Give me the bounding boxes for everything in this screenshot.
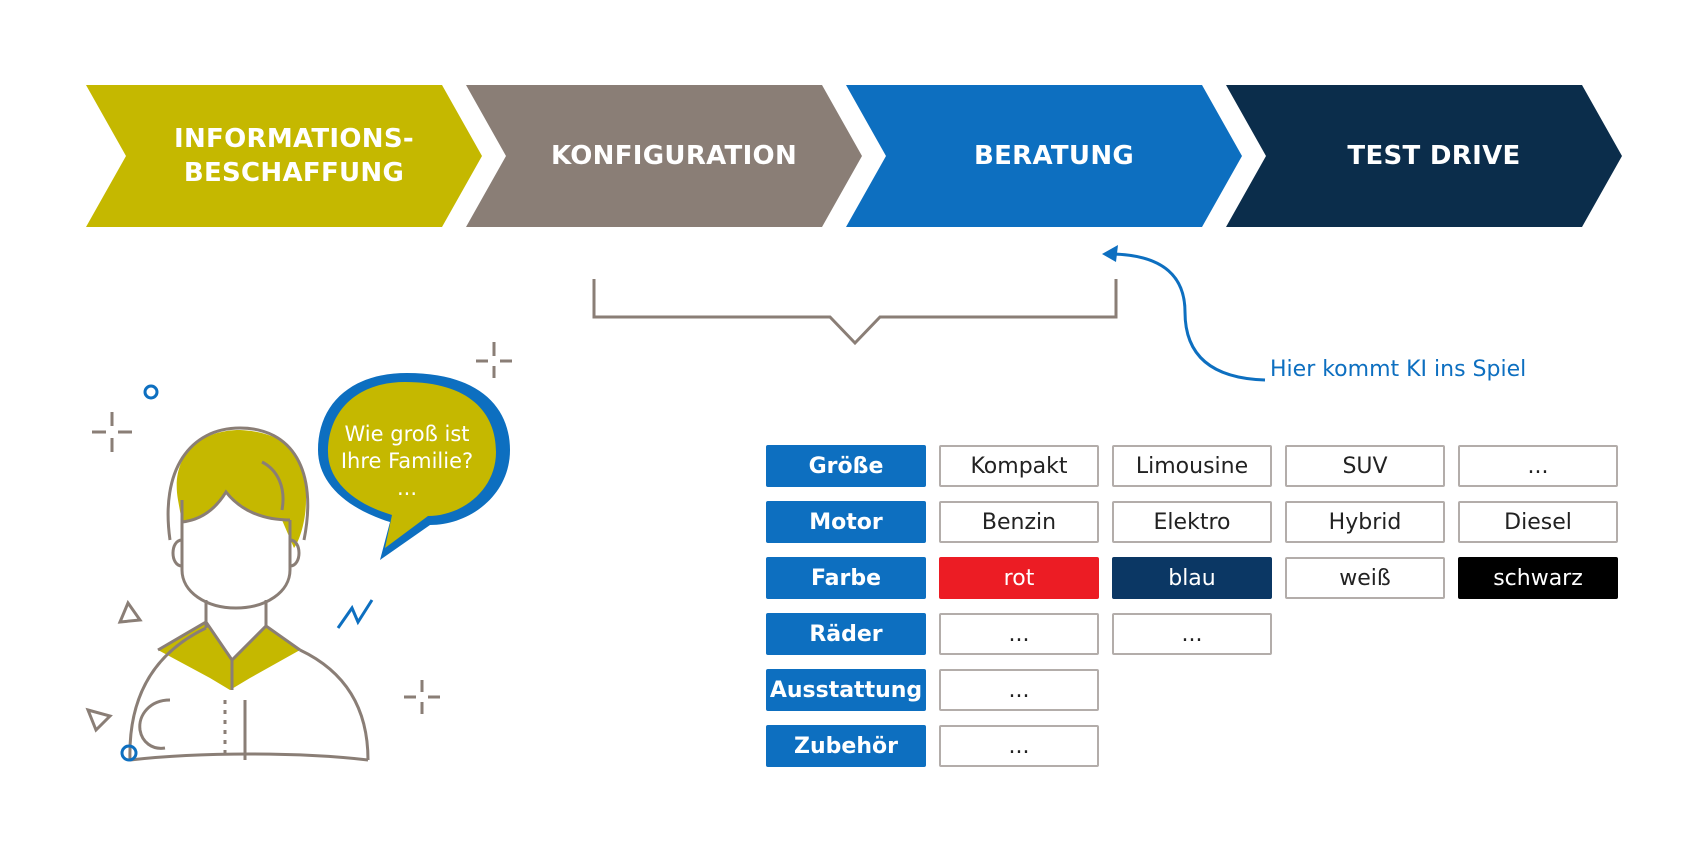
triangle-icon (85, 707, 113, 733)
sparkle-icon (92, 412, 132, 452)
option-cell: Hybrid (1285, 501, 1445, 543)
option-cell: Limousine (1112, 445, 1272, 487)
step-arrow-4 (1226, 85, 1622, 227)
option-cell: ... (1112, 613, 1272, 655)
row-label: Zubehör (766, 725, 926, 767)
option-cell: weiß (1285, 557, 1445, 599)
step-arrow-3 (846, 85, 1242, 227)
option-cell: ... (939, 725, 1099, 767)
circle-icon (120, 744, 138, 762)
option-cell: ... (1458, 445, 1618, 487)
bubble-line-2: Ihre Familie? (340, 449, 474, 473)
option-cell: ... (939, 613, 1099, 655)
option-cell: rot (939, 557, 1099, 599)
row-label: Farbe (766, 557, 926, 599)
option-cell: SUV (1285, 445, 1445, 487)
option-cell: Kompakt (939, 445, 1099, 487)
option-cell: blau (1112, 557, 1272, 599)
sparkle-icon (476, 342, 512, 378)
bubble-line-1: Wie groß ist (344, 422, 470, 446)
option-cell: Benzin (939, 501, 1099, 543)
option-cell: schwarz (1458, 557, 1618, 599)
step-label-konfiguration: KONFIGURATION (550, 141, 798, 171)
row-label: Räder (766, 613, 926, 655)
ki-note: Hier kommt KI ins Spiel (1270, 357, 1527, 382)
speech-bubble-text: Wie groß ist Ihre Familie? ... (322, 421, 492, 502)
bubble-line-3: ... (396, 476, 418, 500)
row-label: Motor (766, 501, 926, 543)
step-label-informationsbeschaffung: INFORMATIONS- BESCHAFFUNG (174, 124, 414, 188)
scope-bracket (592, 279, 1118, 346)
step-arrow-1 (86, 85, 482, 227)
decoration-icons (85, 342, 512, 762)
circle-icon (143, 384, 159, 400)
row-label: Größe (766, 445, 926, 487)
step-label-beratung: BERATUNG (973, 141, 1135, 171)
zigzag-icon (336, 599, 374, 629)
ki-arrowhead-icon (1102, 245, 1118, 262)
person-icon (128, 426, 370, 762)
ki-arrow-icon (1111, 252, 1266, 382)
sparkle-icon (404, 680, 440, 714)
step-arrow-2 (466, 85, 862, 227)
option-cell: Diesel (1458, 501, 1618, 543)
row-label: Ausstattung (766, 669, 926, 711)
option-cell: ... (939, 669, 1099, 711)
step-label-test-drive: TEST DRIVE (1347, 141, 1521, 171)
arc-icon (138, 698, 171, 750)
triangle-icon (117, 599, 143, 624)
option-cell: Elektro (1112, 501, 1272, 543)
speech-bubble-icon (311, 370, 510, 560)
